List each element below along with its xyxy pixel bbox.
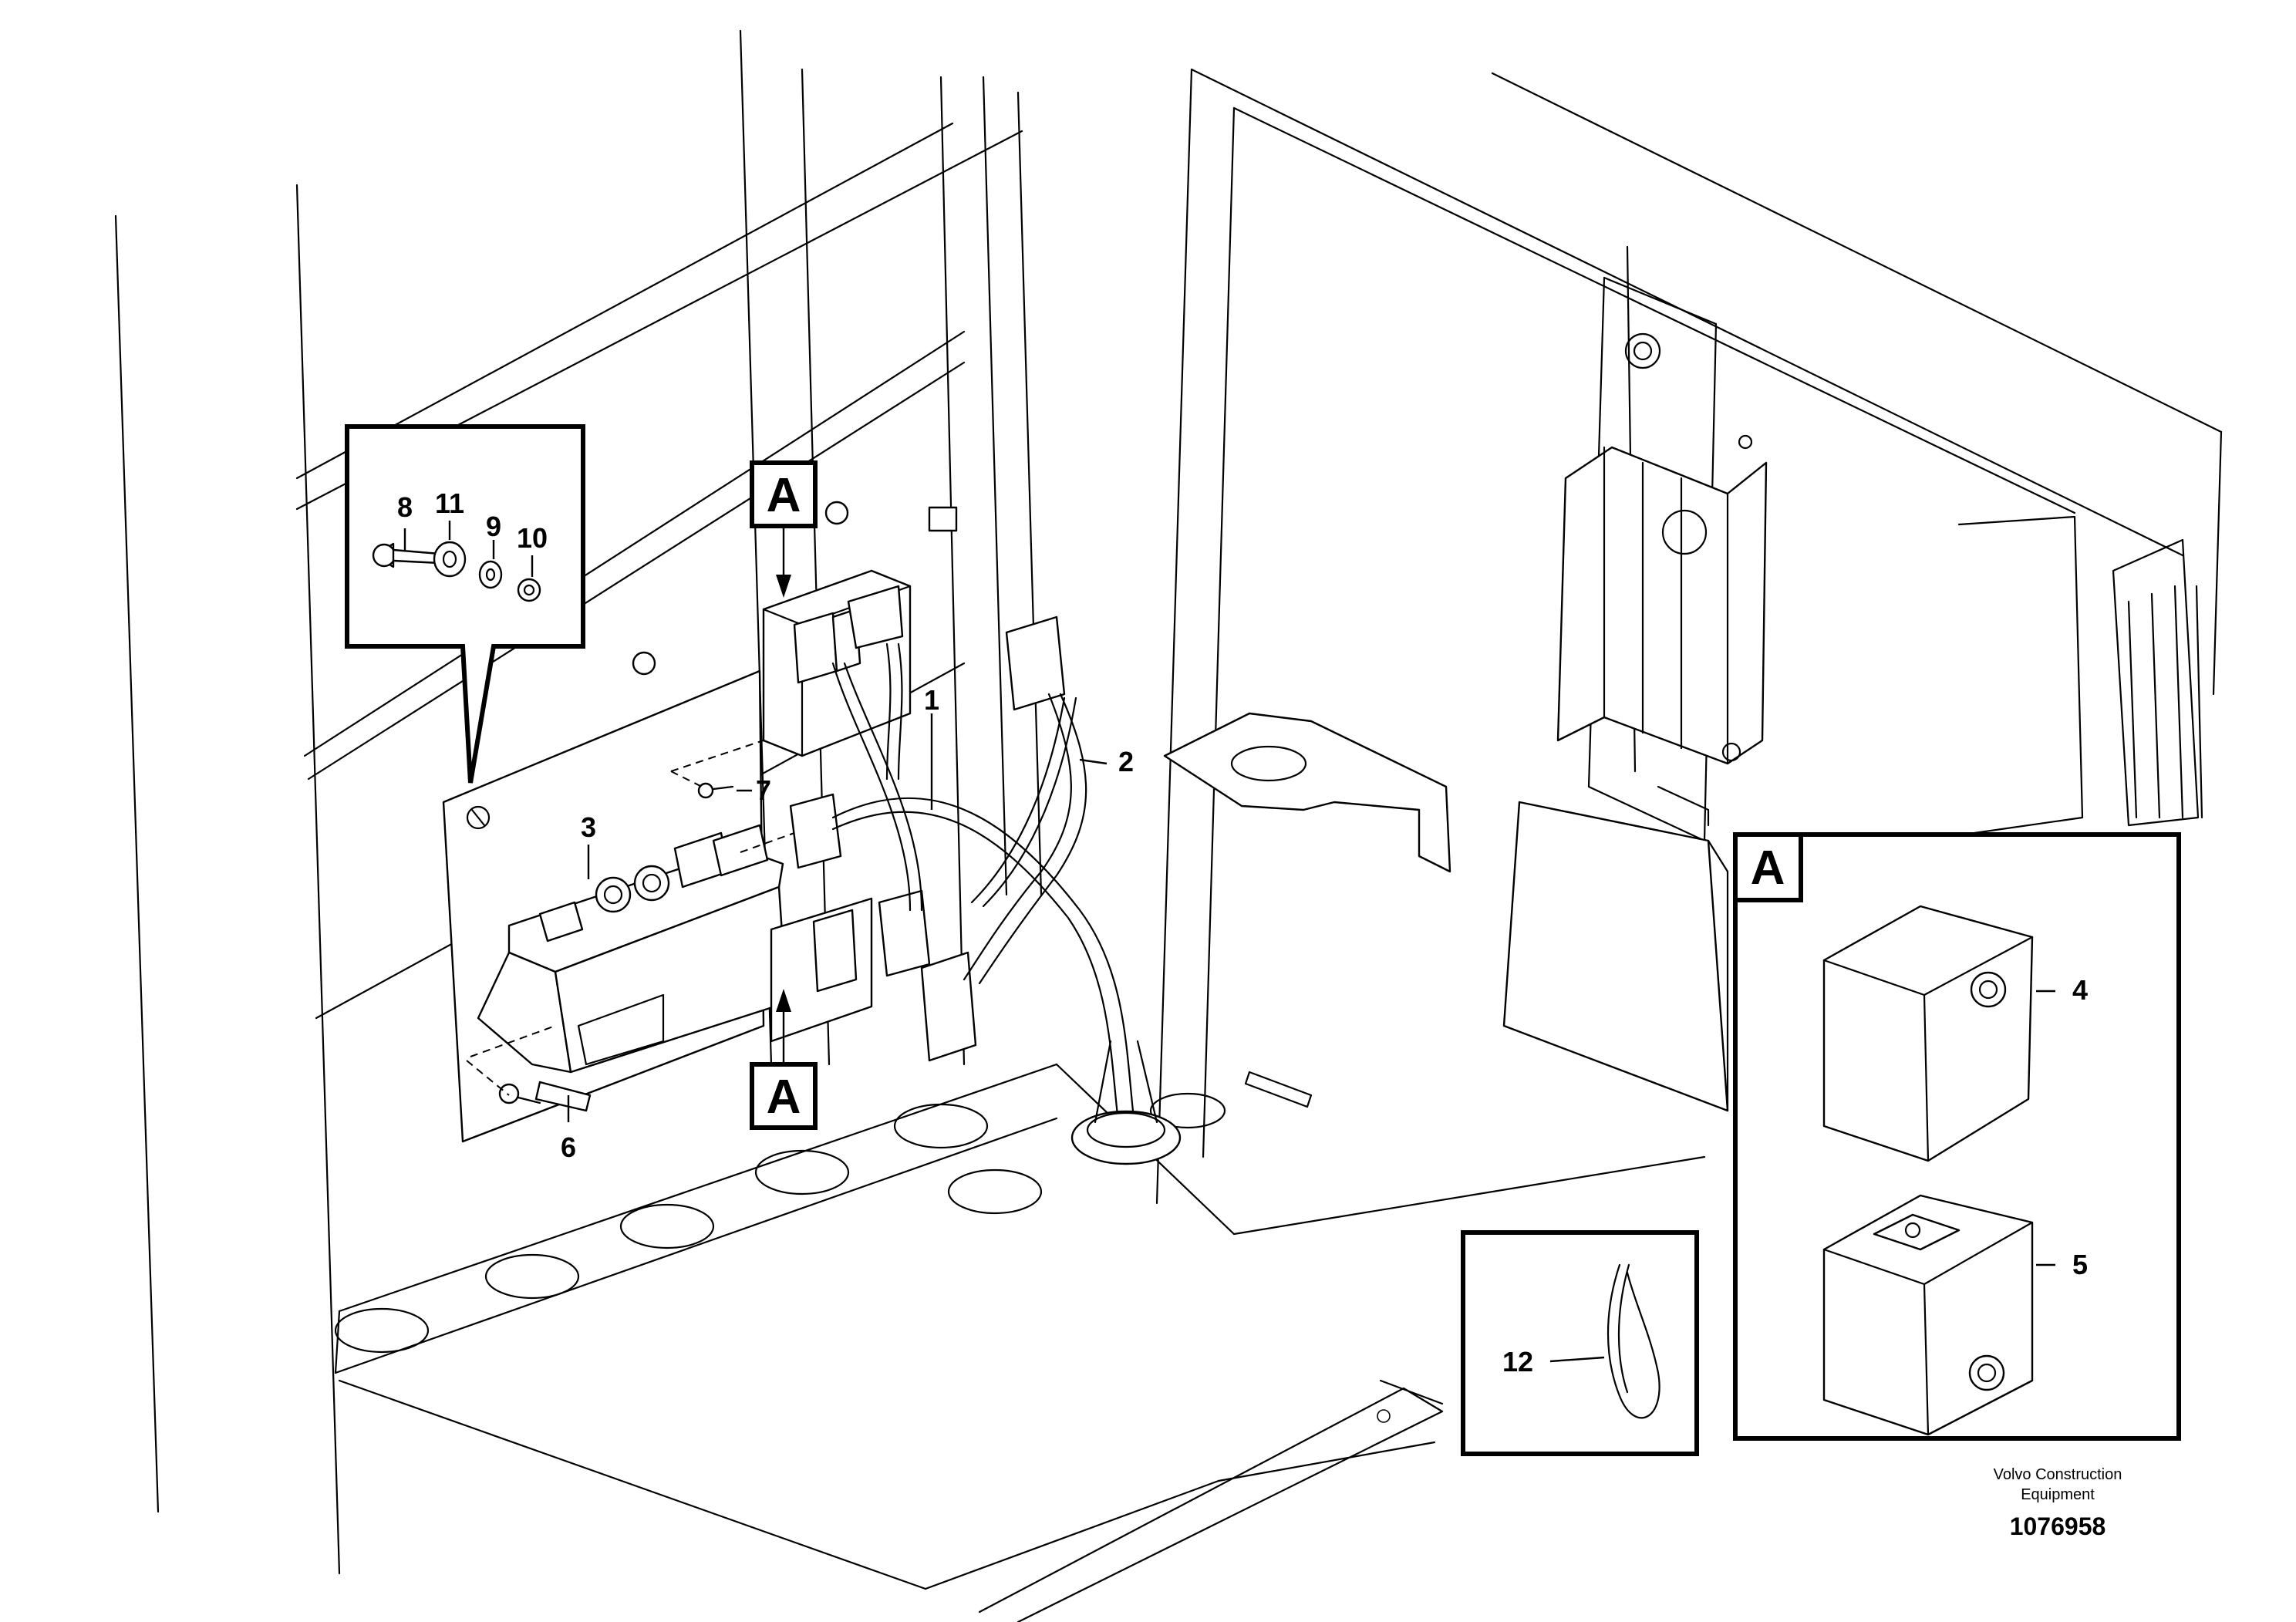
document-credit: Volvo Construction Equipment 1076958 (1994, 1466, 2122, 1540)
cable-harness (831, 642, 1182, 1165)
reference-letters: A A A (767, 469, 1785, 1124)
fuse-box (477, 824, 788, 1074)
callout-4: 4 (2072, 974, 2088, 1006)
callout-9: 9 (486, 511, 501, 542)
callout-10: 10 (517, 522, 548, 554)
callout-1: 1 (924, 684, 939, 716)
callout-7: 7 (756, 774, 771, 806)
callout-5: 5 (2072, 1249, 2088, 1280)
callout-leaders (403, 521, 1108, 1122)
credit-line-1: Volvo Construction (1994, 1466, 2122, 1483)
ref-letter-inset: A (1751, 841, 1785, 895)
cable-tie-inset (1461, 1230, 1699, 1456)
callout-6: 6 (561, 1131, 576, 1163)
ref-box-upper (750, 460, 818, 598)
fasteners (466, 501, 958, 1112)
support-bracket (1163, 712, 1451, 873)
callout-labels: 1 2 3 4 5 6 7 8 11 9 10 12 (397, 487, 2088, 1378)
document-id: 1076958 (2010, 1512, 2106, 1540)
ref-letter-upper: A (767, 469, 801, 522)
callout-3: 3 (581, 811, 596, 843)
ref-letter-lower: A (767, 1071, 801, 1124)
callout-12: 12 (1502, 1346, 1533, 1378)
fastener-detail-inset (345, 424, 585, 784)
relay-bracket-upper (762, 569, 1066, 757)
callout-2: 2 (1118, 746, 1134, 777)
controller-unit (1502, 245, 2203, 1112)
relay-detail-inset (1733, 832, 2181, 1441)
callout-8: 8 (397, 491, 413, 523)
relay-bracket-lower (770, 793, 977, 1062)
ref-box-lower (750, 989, 818, 1130)
callout-11: 11 (435, 487, 464, 519)
credit-line-2: Equipment (2021, 1486, 2095, 1503)
